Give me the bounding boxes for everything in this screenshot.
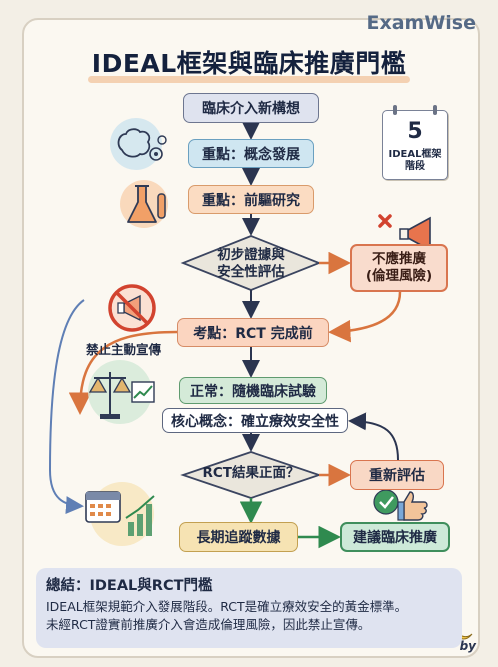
start-new-idea: 臨床介入新構想 <box>183 93 319 123</box>
core-concept-box: 核心概念：確立療效安全性 <box>162 408 348 433</box>
recommend-promotion-box: 建議臨床推廣 <box>340 522 450 552</box>
decision-evidence-line2: 安全性評估 <box>217 263 285 280</box>
summary-title: 總結：IDEAL與RCT門檻 <box>46 578 213 594</box>
summary-line-2: 未經RCT證實前推廣介入會造成倫理風險，因此禁止宣傳。 <box>46 617 371 632</box>
calendar-number: 5 <box>407 119 423 144</box>
brain-gears-icon <box>110 118 167 170</box>
thumbs-up-check-icon <box>373 489 428 521</box>
no-promotion-label: 禁止主動宣傳 <box>86 342 162 357</box>
scales-chart-icon <box>88 360 155 424</box>
byline: by <box>459 639 476 653</box>
normal-rct-box: 正常：隨機臨床試驗 <box>179 377 327 404</box>
no-megaphone-icon <box>108 284 156 332</box>
calendar-label: IDEAL框架 階段 <box>383 149 447 173</box>
flask-icon <box>120 180 168 228</box>
exam-point-box: 考點：RCT 完成前 <box>177 318 329 347</box>
stage-preclinical-research: 重點：前驅研究 <box>188 185 314 214</box>
not-recommended-box: 不應推廣 (倫理風險) <box>350 244 448 292</box>
summary-panel: 總結：IDEAL與RCT門檻 IDEAL框架規範介入發展階段。RCT是確立療效安… <box>36 568 462 648</box>
arrow-noad-longterm <box>48 299 85 515</box>
decision-evidence-line1: 初步證據與 <box>217 247 285 263</box>
long-term-data-box: 長期追蹤數據 <box>179 522 298 552</box>
summary-line-1: IDEAL框架規範介入發展階段。RCT是確立療效安全的黃金標準。 <box>46 599 408 614</box>
arrow-reevaluate-core <box>348 412 399 461</box>
decision-evidence-label: 初步證據與 安全性評估 <box>195 247 307 281</box>
calendar-growth-icon <box>85 482 155 546</box>
not-recommended-line1: 不應推廣 <box>372 251 426 268</box>
calendar-label-line2: 階段 <box>405 161 425 172</box>
decision-rct-label: RCT結果正面？ <box>202 465 300 481</box>
arrow-notrecommended-exam <box>328 291 402 343</box>
calendar-label-line1: IDEAL框架 <box>388 149 442 160</box>
reevaluate-box: 重新評估 <box>350 460 444 490</box>
title-highlight <box>88 76 410 83</box>
stage-concept-development: 重點：概念發展 <box>188 139 314 168</box>
page-title: IDEAL框架與臨床推廣門檻 <box>91 49 407 78</box>
brand-logo: ExamWise <box>366 12 476 34</box>
not-recommended-line2: (倫理風險) <box>365 268 433 284</box>
ideal-stage-calendar: 5 IDEAL框架 階段 <box>382 105 448 180</box>
arrow-exam-noad <box>68 330 178 415</box>
